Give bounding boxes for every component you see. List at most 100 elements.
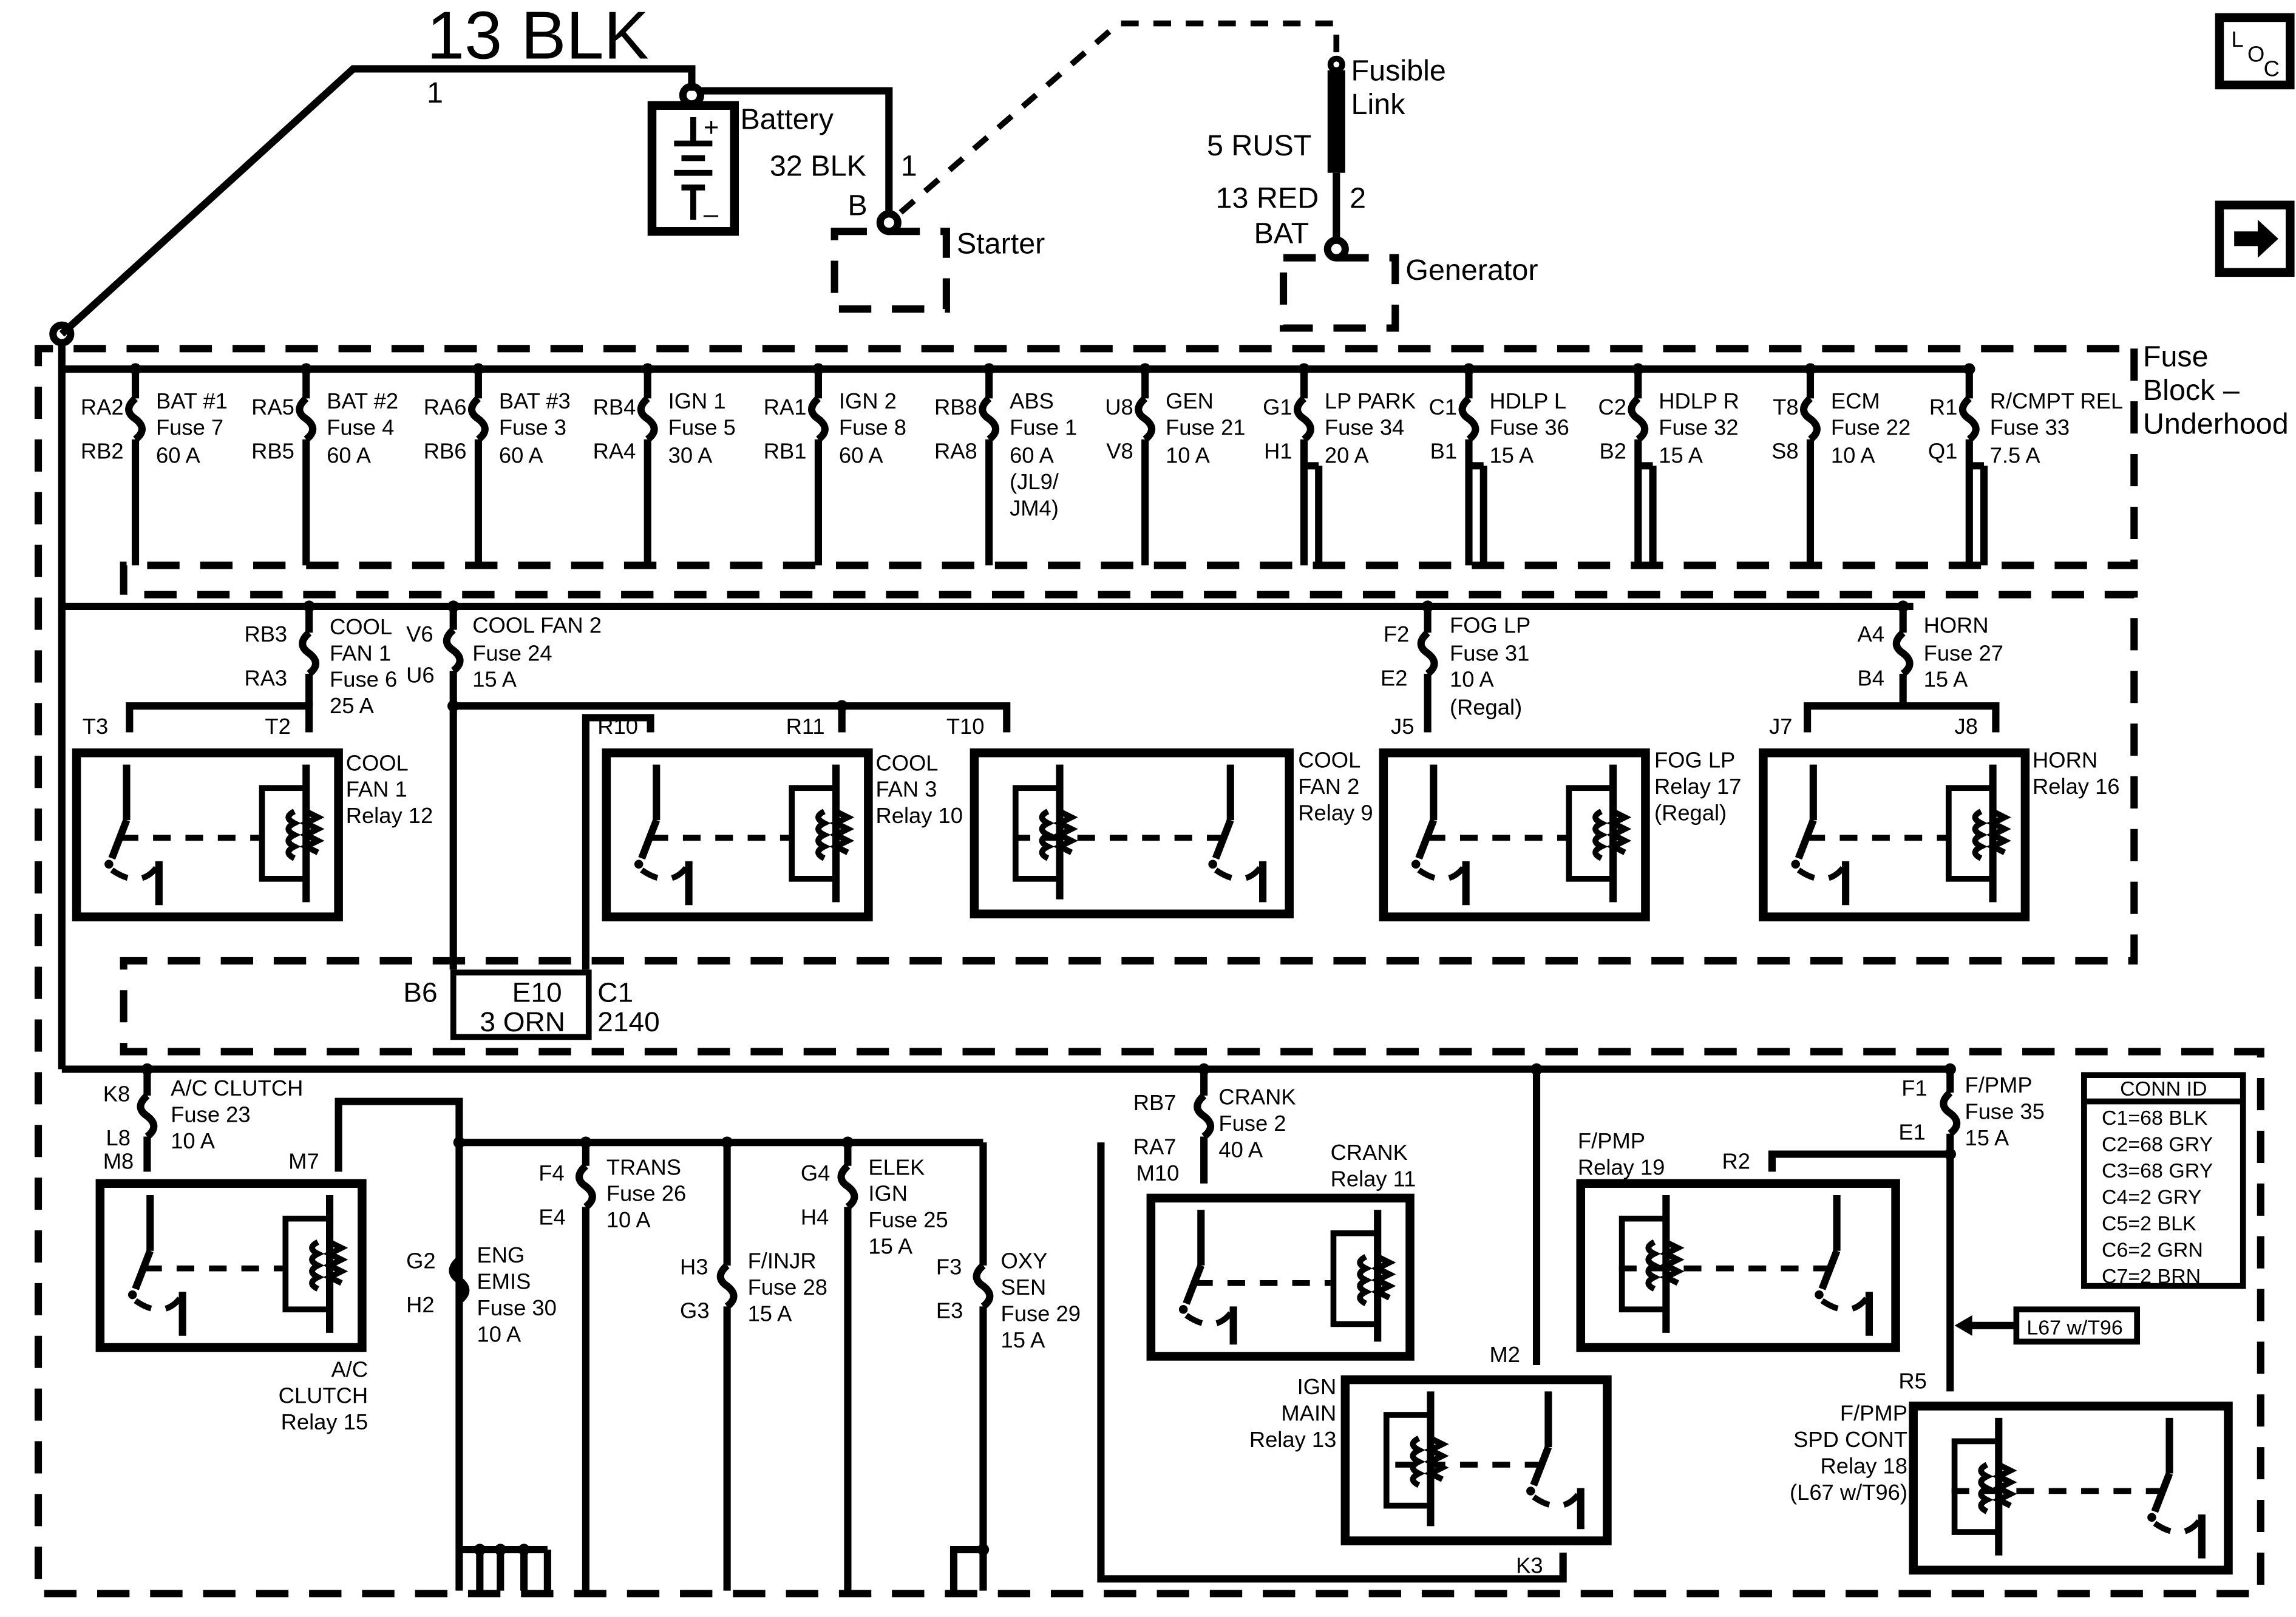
loc-icon[interactable]: L O C	[2215, 13, 2295, 90]
generator-label: Generator	[1405, 254, 1538, 286]
svg-text:COOL: COOL	[330, 614, 392, 639]
svg-text:TRANS: TRANS	[606, 1154, 681, 1179]
svg-text:Fuse 26: Fuse 26	[606, 1181, 686, 1206]
fuse-block-label-1: Fuse	[2143, 340, 2209, 373]
svg-text:Fuse 29: Fuse 29	[1001, 1301, 1081, 1326]
svg-text:GEN: GEN	[1166, 388, 1214, 413]
svg-text:T8: T8	[1773, 395, 1798, 419]
svg-text:F3: F3	[936, 1254, 962, 1279]
battery-plus: +	[704, 114, 719, 143]
svg-text:A/C: A/C	[331, 1357, 368, 1381]
svg-text:Fuse 33: Fuse 33	[1990, 415, 2070, 440]
svg-text:Fuse 32: Fuse 32	[1659, 415, 1738, 440]
starter-wire-label: 32 BLK	[770, 150, 866, 183]
relay-cool-fan3: R10 R11 COOL FAN 3 Relay 10	[597, 714, 963, 921]
svg-text:R10: R10	[597, 714, 638, 739]
oxy-sen-fuse: F3 E3 OXY SEN Fuse 29 15 A	[936, 1142, 1081, 1591]
conn-id-row: C7=2 BRN	[2102, 1265, 2201, 1288]
fuse-extra-2: JM4)	[1010, 495, 1059, 520]
svg-text:Relay 9: Relay 9	[1298, 800, 1373, 825]
svg-text:ELEK: ELEK	[868, 1154, 925, 1179]
fuse-block-label-3: Underhood	[2143, 407, 2289, 440]
svg-text:HDLP R: HDLP R	[1659, 388, 1739, 413]
generator-wire: 13 RED	[1216, 182, 1319, 215]
fuse-block-label-2: Block –	[2143, 374, 2240, 407]
svg-text:F/PMP: F/PMP	[1965, 1073, 2033, 1097]
relay-symbol	[1012, 764, 1267, 903]
svg-text:Q1: Q1	[1928, 438, 1958, 463]
svg-text:HDLP L: HDLP L	[1489, 388, 1566, 413]
svg-text:ABS: ABS	[1010, 388, 1054, 413]
relay-cool-fan1: T3 T2 COOL FAN 1 Relay 12	[72, 714, 433, 921]
svg-text:FAN 1: FAN 1	[346, 777, 407, 802]
svg-text:LP PARK: LP PARK	[1325, 388, 1416, 413]
relay-symbol	[104, 764, 325, 906]
svg-text:10 A: 10 A	[606, 1207, 651, 1232]
svg-text:IGN: IGN	[1297, 1374, 1337, 1399]
battery-wire-label: 13 BLK	[427, 0, 649, 73]
svg-text:Relay 12: Relay 12	[346, 803, 433, 828]
svg-text:20 A: 20 A	[1325, 443, 1370, 468]
svg-text:15 A: 15 A	[748, 1301, 793, 1326]
battery-wire-pin: 1	[427, 76, 443, 109]
horn-fuse: A4 B4 HORN Fuse 27 15 A	[1804, 600, 2003, 733]
svg-text:CRANK: CRANK	[1331, 1140, 1408, 1165]
conn-id-row: C6=2 GRN	[2102, 1238, 2203, 1261]
svg-text:BAT #1: BAT #1	[156, 388, 228, 413]
svg-text:SEN: SEN	[1001, 1275, 1047, 1300]
svg-text:FAN 3: FAN 3	[875, 777, 937, 802]
svg-text:COOL: COOL	[875, 750, 938, 775]
svg-text:Relay 18: Relay 18	[1820, 1454, 1907, 1479]
svg-text:2140: 2140	[597, 1006, 659, 1037]
starter: Starter	[830, 20, 1340, 313]
svg-text:L: L	[2231, 27, 2243, 52]
svg-text:CRANK: CRANK	[1218, 1085, 1296, 1110]
svg-text:Fuse 1: Fuse 1	[1010, 415, 1077, 440]
svg-text:M2: M2	[1489, 1342, 1520, 1367]
relay-fpmp: R2 F/PMP Relay 19	[1576, 1128, 1900, 1352]
svg-text:IGN: IGN	[868, 1181, 908, 1206]
svg-text:RB3: RB3	[244, 622, 287, 646]
svg-text:RB1: RB1	[764, 438, 807, 463]
svg-text:Fuse 7: Fuse 7	[156, 415, 223, 440]
svg-text:RB5: RB5	[251, 438, 294, 463]
svg-text:ENG: ENG	[477, 1242, 525, 1267]
svg-text:M7: M7	[288, 1149, 319, 1174]
svg-text:RA4: RA4	[593, 438, 636, 463]
relay-ign-main: M2 K3 IGN MAIN Relay 13	[1249, 1063, 1612, 1578]
relay-symbol	[1618, 1195, 1873, 1336]
svg-text:FOG LP: FOG LP	[1654, 748, 1735, 773]
svg-text:G1: G1	[1263, 395, 1292, 419]
arrow-right-icon[interactable]	[2215, 200, 2295, 277]
svg-text:F/PMP: F/PMP	[1840, 1401, 1907, 1426]
svg-text:OXY: OXY	[1001, 1249, 1048, 1273]
svg-text:R2: R2	[1722, 1149, 1750, 1174]
svg-text:R11: R11	[786, 714, 825, 739]
svg-text:Fuse 36: Fuse 36	[1489, 415, 1569, 440]
svg-text:H3: H3	[680, 1254, 708, 1279]
svg-text:SPD CONT: SPD CONT	[1793, 1427, 1907, 1452]
svg-text:E4: E4	[538, 1204, 565, 1229]
svg-text:C1: C1	[1429, 395, 1457, 419]
svg-text:BAT #3: BAT #3	[499, 388, 571, 413]
svg-text:E3: E3	[936, 1298, 963, 1323]
svg-text:T2: T2	[265, 714, 290, 739]
svg-text:15 A: 15 A	[868, 1234, 913, 1259]
svg-text:J8: J8	[1955, 714, 1978, 739]
svg-text:H1: H1	[1264, 438, 1292, 463]
svg-text:A4: A4	[1858, 622, 1884, 646]
battery-label: Battery	[740, 103, 834, 135]
svg-text:COOL: COOL	[346, 750, 409, 775]
svg-text:EMIS: EMIS	[477, 1269, 531, 1294]
svg-text:Fuse 4: Fuse 4	[327, 415, 394, 440]
svg-text:F4: F4	[538, 1161, 564, 1185]
svg-text:RB7: RB7	[1133, 1090, 1177, 1115]
relay-symbol	[1411, 764, 1632, 906]
